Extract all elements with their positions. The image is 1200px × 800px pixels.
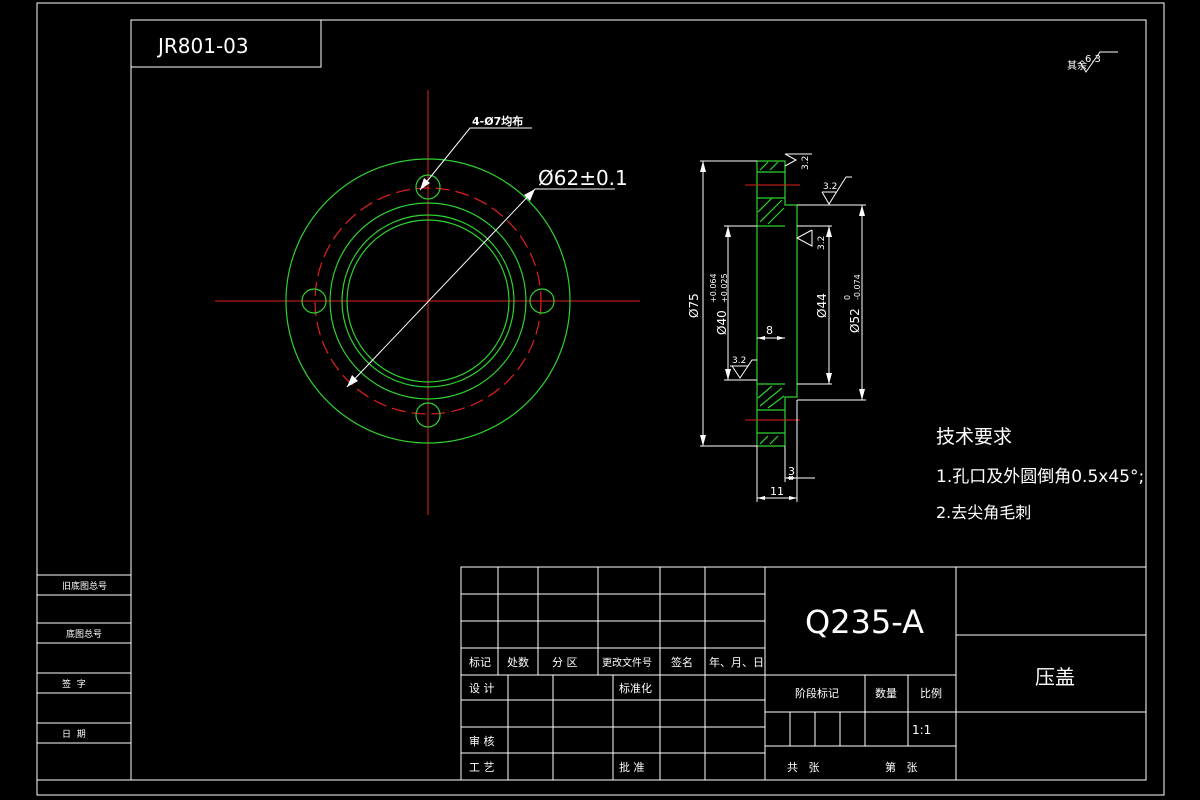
front-view: 4-Ø7均布 Ø62±0.1 <box>215 90 640 515</box>
label-scale: 比例 <box>920 686 942 700</box>
dim-spigot-upper-tol: 0 <box>843 295 852 300</box>
label-sheet-no: 第 张 <box>885 760 918 774</box>
strip-date: 日 期 <box>62 729 86 740</box>
dim-step: 3 <box>788 465 795 478</box>
tech-item-1: 1.孔口及外圆倒角0.5x45°; <box>936 467 1144 487</box>
hole-note: 4-Ø7均布 <box>472 114 523 128</box>
label-process: 工 艺 <box>469 761 495 774</box>
bolt-hole <box>301 288 327 314</box>
strip-drawing-no: 底图总号 <box>66 628 102 640</box>
svg-text:3.2: 3.2 <box>732 356 746 366</box>
roughness-symbol: 3.2 <box>784 153 812 170</box>
roughness-symbol: 3.2 <box>730 356 757 379</box>
bolt-hole <box>529 288 555 314</box>
tech-item-2: 2.去尖角毛刺 <box>936 503 1031 522</box>
part-name: 压盖 <box>1035 665 1075 689</box>
dim-spigot-lower-tol: -0.074 <box>853 274 862 300</box>
scale-value: 1:1 <box>912 723 931 737</box>
dim-thickness: 11 <box>770 485 784 498</box>
left-strip: 旧底图总号 底图总号 签 字 日 期 <box>36 574 132 781</box>
dim-depth: 8 <box>766 324 773 337</box>
hdr-mark: 标记 <box>469 655 491 669</box>
dim-bore-lower-tol: +0.025 <box>720 273 729 303</box>
hdr-date: 年、月、日 <box>709 655 764 669</box>
hdr-count: 处数 <box>507 656 529 669</box>
dim-bore-upper-tol: +0.064 <box>709 273 718 303</box>
bolt-hole <box>415 402 441 428</box>
drawing-frame <box>36 2 1165 796</box>
drawing-number: JR801-03 <box>156 34 249 58</box>
label-design: 设 计 <box>469 682 495 695</box>
roughness-symbol: 3.2 <box>795 229 827 250</box>
svg-text:3.2: 3.2 <box>801 156 811 170</box>
hdr-zone: 分 区 <box>552 656 578 669</box>
dim-outer-diameter: Ø75 <box>687 293 701 318</box>
tech-requirements: 技术要求 1.孔口及外圆倒角0.5x45°; 2.去尖角毛刺 <box>936 426 1144 522</box>
dim-spigot-diameter: Ø52 <box>848 308 862 333</box>
hdr-doc: 更改文件号 <box>602 656 652 669</box>
drawing-number-box: JR801-03 <box>131 20 322 68</box>
svg-text:3.2: 3.2 <box>817 236 827 250</box>
dim-inner-diameter: Ø44 <box>815 293 829 318</box>
label-sheets-total: 共 张 <box>787 761 820 774</box>
label-stage: 阶段标记 <box>795 686 839 700</box>
label-review: 审 核 <box>469 734 495 748</box>
label-approve: 批 准 <box>619 760 645 774</box>
tech-title: 技术要求 <box>936 426 1012 448</box>
strip-old-drawing-no: 旧底图总号 <box>62 580 107 592</box>
label-standard: 标准化 <box>619 681 652 695</box>
general-roughness: 其余 6.3 <box>1067 51 1118 73</box>
pcd-dimension: Ø62±0.1 <box>538 166 628 190</box>
surface-note: 其余 <box>1067 59 1087 72</box>
title-block: Q235-A 压盖 标记 处数 分 区 更改文件号 签名 年、月、日 设 计 标… <box>460 566 1147 781</box>
hdr-sign: 签名 <box>671 655 693 669</box>
material: Q235-A <box>805 603 924 641</box>
section-hatch <box>757 161 785 445</box>
roughness-general-value: 6.3 <box>1085 54 1101 65</box>
section-view: Ø75 Ø40 +0.064 +0.025 Ø44 Ø52 0 -0.074 8 <box>687 153 866 502</box>
svg-text:3.2: 3.2 <box>823 182 837 192</box>
strip-signature: 签 字 <box>62 678 86 690</box>
label-weight: 数量 <box>875 687 897 700</box>
bolt-hole <box>415 174 441 200</box>
dim-bore-diameter: Ø40 <box>715 310 729 335</box>
roughness-symbol: 3.2 <box>821 176 852 205</box>
